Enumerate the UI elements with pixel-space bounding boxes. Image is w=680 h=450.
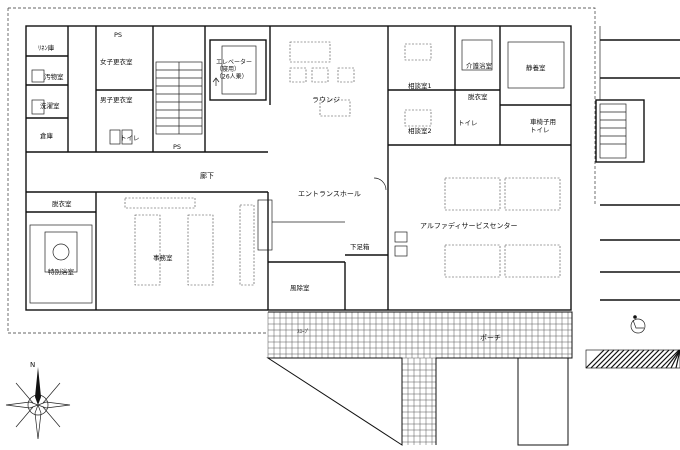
label-storage: 倉庫 [40,131,54,140]
site-boundary [7,7,596,334]
entrance-doors [257,177,408,257]
label-lounge: ラウンジ [312,96,340,104]
label-entrance-hall: エントランスホール [298,190,361,198]
parking-lines [599,26,680,301]
label-shoe-box: 下足箱 [350,242,370,251]
label-dressing-right: 脱衣室 [468,92,488,101]
label-toilet-right: トイレ [458,119,478,127]
label-windbreak: 風除室 [290,283,310,292]
label-laundry: 洗濯室 [40,101,60,110]
annex-stair [595,99,645,163]
label-consult2: 相談室2 [408,126,432,135]
building-walls [25,25,572,311]
label-corridor: 廊下 [200,171,214,180]
consult-furniture [404,39,565,127]
service-center-furniture [444,177,561,278]
wheelchair-icon [630,315,646,334]
elevator-shaft [209,39,267,101]
label-female-locker: 女子更衣室 [100,57,133,66]
special-bath-equipment [29,224,93,304]
office-furniture [124,197,255,286]
label-dirty: 汚物室 [44,72,64,81]
label-care-bath: 介護浴室 [466,61,493,70]
hatched-ramp [585,349,680,369]
label-male-locker: 男子更衣室 [100,95,133,104]
label-ps-top: PS [114,31,122,39]
north-label: N [30,361,35,369]
label-toilet-left: トイレ [120,134,140,142]
wet-room-fixtures [31,69,133,145]
porch-paving [266,311,573,446]
lounge-furniture [289,41,355,117]
label-consult1: 相談室1 [408,81,432,90]
stair [155,61,203,135]
north-arrow-icon: N [5,361,71,440]
label-slope: ｽﾛｰﾌﾟ [297,328,310,335]
label-dressing-left: 脱衣室 [52,199,72,208]
label-special-bath: 特別浴室 [48,267,75,276]
label-porch: ポーチ [480,334,501,342]
label-service-center: アルファディサービスセンター [420,221,517,230]
label-office: 事務室 [153,253,173,262]
room-labels: ﾘﾈﾝ庫 汚物室 洗濯室 倉庫 PS 女子更衣室 男子更衣室 トイレ PS エレ… [38,31,556,342]
label-elevator: エレベーター（寝用）（26人乗） [216,58,252,80]
label-ps-mid: PS [173,143,181,151]
label-multi-toilet: 車椅子用トイレ [530,117,556,134]
label-quiet-room: 静養室 [526,63,546,72]
label-linen: ﾘﾈﾝ庫 [38,43,55,52]
